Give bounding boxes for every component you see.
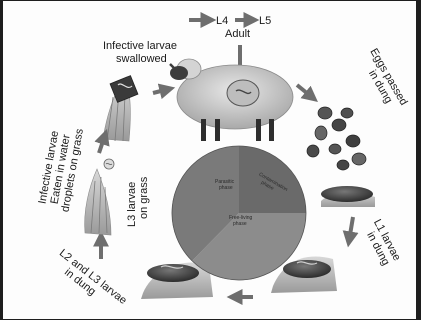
- l5-label: L5: [259, 15, 271, 27]
- arrow-to-l1: [349, 217, 353, 241]
- dung-pat-right: [321, 186, 375, 207]
- eggs-cluster: [307, 107, 366, 170]
- l1-label: L1 larvae in dung: [360, 217, 402, 268]
- larva-droplet: [104, 159, 114, 169]
- sheep-illustration: [170, 59, 293, 141]
- l3-grass-line2: on grass: [138, 176, 150, 219]
- arrow-to-swallowed: [99, 135, 105, 153]
- l3-grass-label: L3 larvae on grass: [126, 176, 150, 227]
- infective-water-label: Infective larvae Eaten in water droplets…: [36, 123, 86, 213]
- free-living-line2: phase: [233, 221, 247, 227]
- l4-label: L4: [216, 15, 228, 27]
- lifecycle-svg: L4 L5 Adult Infective larvae swallowed E…: [3, 1, 421, 320]
- l2l3-label: L2 and L3 larvae in dung: [49, 247, 128, 316]
- grass-clump-left: [85, 169, 111, 235]
- infective-swallowed-line1: Infective larvae: [103, 40, 177, 52]
- parasitic-line2: phase: [219, 185, 233, 191]
- eggs-label: Eggs passed in dung: [357, 47, 410, 114]
- infective-swallowed-line2: swallowed: [116, 53, 167, 65]
- l3-grass-line1: L3 larvae: [126, 182, 138, 227]
- phase-circle: Parasitic phase Contamination phase Free…: [172, 146, 306, 280]
- arrow-grass-to-sheep: [153, 89, 169, 93]
- arrow-sheep-to-eggs: [297, 85, 313, 98]
- adult-label: Adult: [225, 28, 250, 40]
